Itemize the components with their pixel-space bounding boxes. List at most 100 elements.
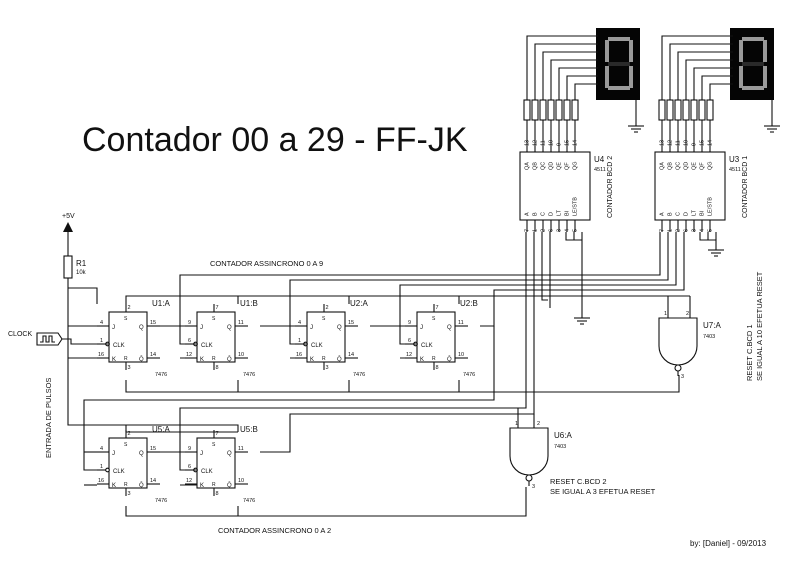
output-label: QA [660, 162, 666, 170]
label-q: Q [227, 451, 232, 457]
label-j: J [200, 451, 203, 457]
pin-number: 1 [100, 464, 103, 470]
pin-number: 2 [326, 305, 329, 311]
resistor-value: 10k [76, 270, 87, 276]
output-label: QF [565, 162, 571, 170]
pin-number: 14 [708, 140, 714, 146]
output-bubble [674, 364, 682, 372]
power-label: +5V [62, 213, 75, 220]
flipflop-body [196, 437, 236, 489]
input-label: B [668, 212, 674, 216]
input-label: LT [557, 209, 563, 216]
series-resistor [555, 99, 563, 121]
pin-number: 11 [238, 446, 244, 452]
label-clk: CLK [421, 343, 433, 349]
label-j: J [112, 451, 115, 457]
pin-number: 9 [188, 446, 191, 452]
series-resistor [563, 99, 571, 121]
reset2-line2: SE IGUAL A 3 EFETUA RESET [550, 487, 656, 496]
counter-bottom-label: CONTADOR ASSINCRONO 0 A 2 [218, 526, 331, 535]
flipflop-body [416, 311, 456, 363]
label-r: R [212, 482, 216, 488]
decoder-side-label: CONTADOR BCD 2 [607, 156, 614, 218]
label-qn: Q̄ [447, 356, 452, 363]
output-label: QD [549, 162, 555, 170]
output-label: QB [668, 162, 674, 170]
label-k: K [200, 483, 204, 489]
label-j: J [200, 325, 203, 331]
pin-number: 6 [684, 229, 690, 232]
label-r: R [124, 482, 128, 488]
flipflop-name: U2:B [460, 299, 478, 308]
pin-number: 6 [188, 464, 191, 470]
pin-number: 3 [681, 374, 684, 380]
pin-number: 14 [573, 140, 579, 146]
flipflop-body [108, 311, 148, 363]
pin-number: 15 [150, 320, 156, 326]
label-s: S [212, 442, 216, 448]
pin-number: 1 [533, 229, 539, 232]
decoder-name: U3 [729, 155, 740, 164]
label-q: Q [337, 325, 342, 331]
input-label: B [533, 212, 539, 216]
display-segment [739, 40, 743, 62]
pin-number: 6 [408, 338, 411, 344]
output-label: QA [525, 162, 531, 170]
input-label: D [549, 212, 555, 216]
pin-number: 16 [98, 478, 104, 484]
label-clk: CLK [311, 343, 323, 349]
label-j: J [310, 325, 313, 331]
label-s: S [322, 316, 326, 322]
display-segment [605, 40, 609, 62]
series-resistor [658, 99, 666, 121]
input-label: C [541, 212, 547, 216]
flipflop-part: 7476 [155, 498, 167, 504]
flipflop-part: 7476 [243, 498, 255, 504]
output-label: QC [676, 162, 682, 170]
pin-number: 4 [565, 229, 571, 232]
output-label: QB [533, 162, 539, 170]
input-label: LT [692, 209, 698, 216]
decoder-u4: 13QAA712QBB111QCC210QDD69QELT315QFBI414Q… [519, 99, 614, 232]
flipflop-part: 7476 [243, 372, 255, 378]
pin-number: 9 [408, 320, 411, 326]
label-k: K [310, 357, 314, 363]
counter-top-label: CONTADOR ASSINCRONO 0 A 9 [210, 259, 323, 268]
pin-number: 2 [128, 305, 131, 311]
reset2-line1: RESET C.BCD 2 [550, 477, 607, 486]
series-resistor [547, 99, 555, 121]
decoder-side-label: CONTADOR BCD 1 [742, 156, 749, 218]
pin-number: 8 [216, 365, 219, 371]
label-clk: CLK [113, 343, 125, 349]
pin-number: 9 [557, 143, 563, 146]
input-label: D [684, 212, 690, 216]
output-label: QE [557, 162, 563, 170]
pin-number: 14 [348, 352, 354, 358]
label-qn: Q̄ [337, 356, 342, 363]
pin-number: 15 [348, 320, 354, 326]
gate-name: U6:A [554, 431, 572, 440]
label-clk: CLK [201, 469, 213, 475]
pin-number: 2 [686, 311, 689, 317]
clk-bubble [105, 467, 110, 473]
pin-number: 11 [238, 320, 244, 326]
label-q: Q [447, 325, 452, 331]
label-k: K [200, 357, 204, 363]
pin-number: 6 [188, 338, 191, 344]
input-label: LE/STB [573, 197, 579, 216]
pin-number: 3 [128, 491, 131, 497]
pin-number: 11 [458, 320, 464, 326]
label-r: R [212, 356, 216, 362]
display-segment [763, 40, 767, 62]
pin-number: 2 [537, 421, 540, 427]
input-label: BI [565, 210, 571, 216]
series-resistor [571, 99, 579, 121]
pin-number: 2 [676, 229, 682, 232]
label-qn: Q̄ [227, 356, 232, 363]
pin-number: 14 [150, 352, 156, 358]
pin-number: 2 [128, 431, 131, 437]
gate-name: U7:A [703, 321, 721, 330]
